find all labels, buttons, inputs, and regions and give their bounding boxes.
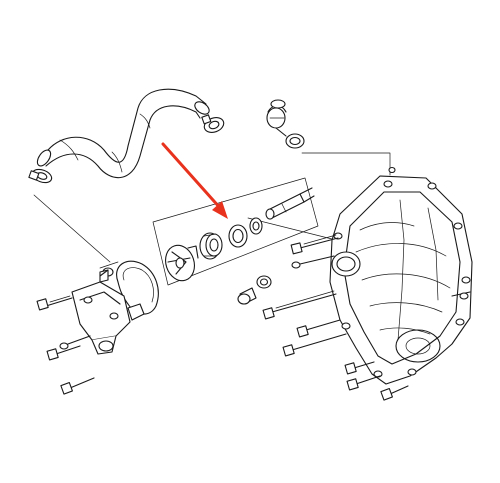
bolt — [282, 333, 347, 357]
pump-parts-frame — [152, 177, 319, 286]
bolt — [60, 377, 95, 395]
bolt — [380, 385, 409, 401]
filler-cap-o-ring — [285, 133, 305, 149]
bolt — [346, 375, 381, 391]
bolt — [291, 255, 335, 269]
bolt — [296, 319, 341, 338]
hose-clamp-right — [201, 114, 225, 133]
bolt — [36, 295, 73, 311]
bolt — [59, 335, 91, 350]
water-pump-seal — [228, 224, 248, 248]
mounting-bolts-cover — [237, 234, 471, 401]
pointer-arrow — [161, 142, 228, 219]
water-pump-mechanical-seal — [199, 232, 223, 260]
oil-drain-plug — [237, 275, 272, 305]
bolt — [290, 234, 339, 255]
bolt — [46, 345, 81, 361]
bolt — [262, 290, 337, 320]
seal-washer — [249, 217, 263, 235]
mounting-bolts-pump — [36, 269, 109, 395]
engine-side-cover — [329, 166, 473, 385]
oil-filler-cap — [266, 99, 287, 137]
bolt — [451, 291, 471, 300]
bolt — [99, 269, 109, 277]
bolt — [344, 361, 375, 375]
water-pump-cover — [71, 269, 145, 355]
coolant-hose — [36, 88, 210, 179]
hose-clamp-left — [28, 168, 53, 184]
water-pump-impeller — [165, 244, 199, 282]
water-pump-shaft — [265, 187, 315, 220]
